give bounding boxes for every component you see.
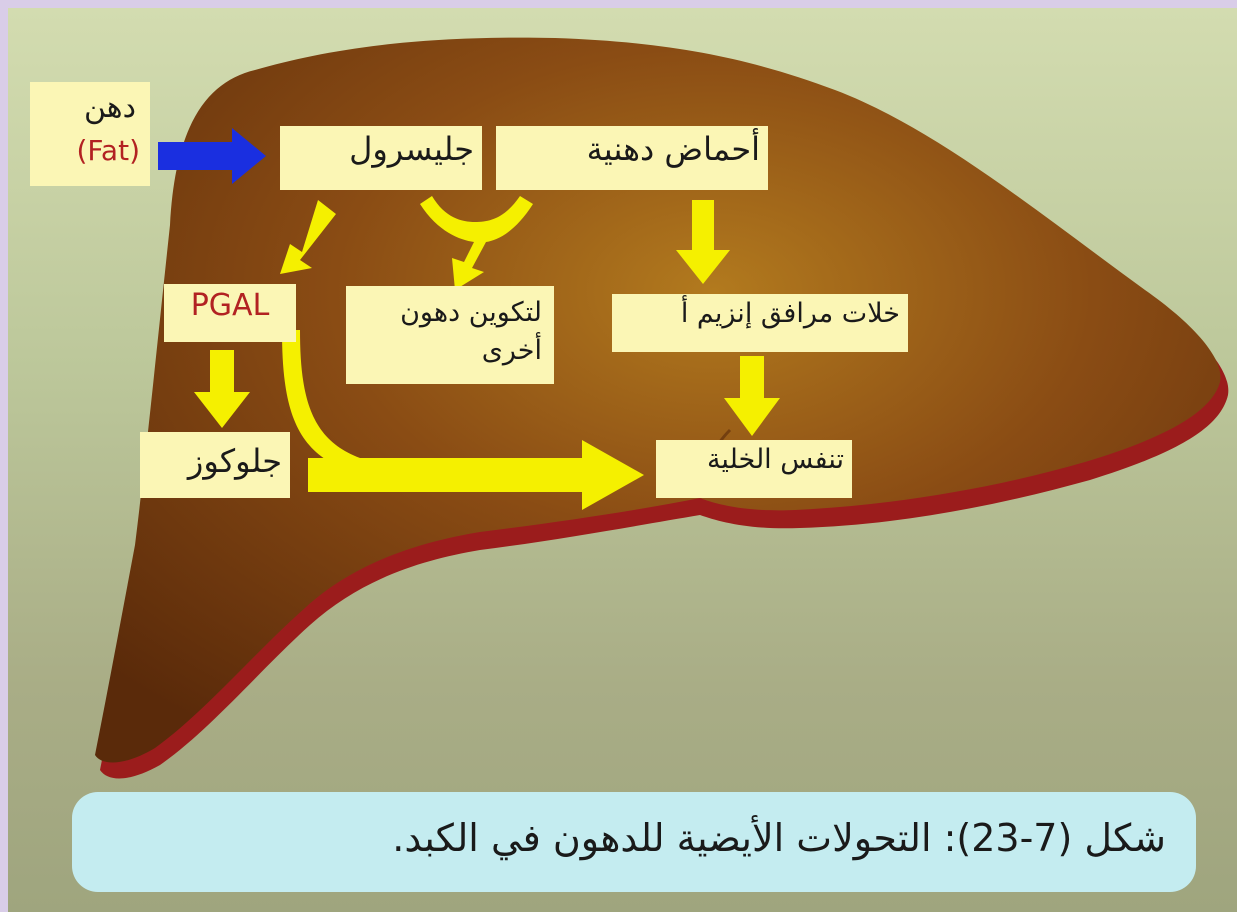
pgal-box: PGAL (164, 284, 296, 342)
fat-label-ar: دهن (83, 90, 136, 125)
fat-to-glycerol-arrow (158, 128, 266, 184)
other-fats-box: لتكوين دهون أخرى (346, 286, 554, 384)
respiration-box: تنفس الخلية (656, 440, 852, 498)
fat-box: دهن (Fat) (30, 82, 150, 186)
pgal-to-glucose-arrow (194, 350, 250, 428)
pgal-to-respiration-curve (282, 330, 360, 470)
figure-caption: شكل (7-23): التحولات الأيضية للدهون في ا… (72, 792, 1196, 892)
acetyl-to-respiration-arrow (724, 356, 780, 436)
fatty-acids-box: أحماض دهنية (496, 126, 768, 190)
glycerol-box: جليسرول (280, 126, 482, 190)
glycerol-to-pgal-arrow (280, 200, 336, 274)
to-other-fats-arrow (420, 196, 533, 290)
acetyl-coa-box: خلات مرافق إنزيم أ (612, 294, 908, 352)
fat-label-en: (Fat) (76, 134, 140, 167)
glucose-to-respiration-arrow (308, 440, 644, 510)
liver-body (95, 37, 1221, 763)
fatty-acids-to-acetyl-arrow (676, 200, 730, 284)
glucose-box: جلوكوز (140, 432, 290, 498)
